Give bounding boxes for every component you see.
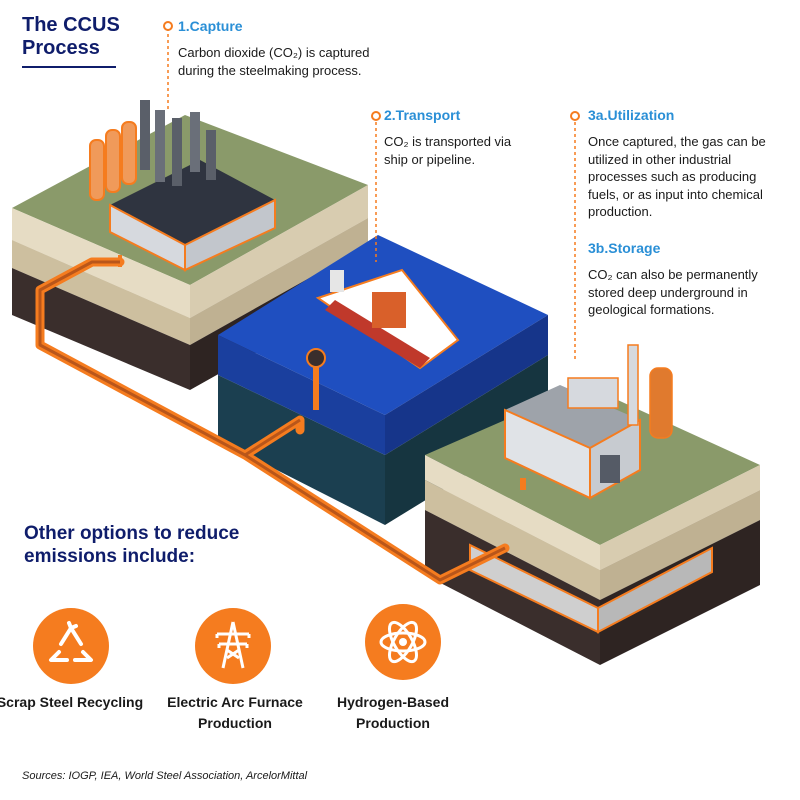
recycle-icon bbox=[33, 608, 109, 684]
pipe-outlet-icon bbox=[306, 348, 326, 368]
storage-heading: 3b.Storage bbox=[588, 240, 661, 256]
storage-text: CO₂ can also be permanently stored deep … bbox=[588, 267, 758, 317]
utilization-text: Once captured, the gas can be utilized i… bbox=[588, 134, 766, 219]
title-underline bbox=[22, 66, 116, 68]
option-label-hydrogen: Hydrogen-Based Production bbox=[336, 694, 450, 731]
page-title: The CCUS Process bbox=[22, 14, 120, 59]
transport-heading: 2.Transport bbox=[384, 107, 461, 123]
option-label-electric-arc: Electric Arc Furnace Production bbox=[167, 694, 303, 731]
transport-marker-icon bbox=[371, 111, 381, 121]
transport-text: CO₂ is transported via ship or pipeline. bbox=[384, 134, 512, 167]
callout-connectors bbox=[167, 28, 576, 362]
utilization-heading: 3a.Utilization bbox=[588, 107, 675, 123]
atom-icon bbox=[365, 604, 441, 680]
utilization-marker-icon bbox=[570, 111, 580, 121]
capture-heading: 1.Capture bbox=[178, 18, 243, 34]
option-label-scrap-steel: Scrap Steel Recycling bbox=[0, 694, 144, 710]
capture-text: Carbon dioxide (CO₂) is captured during … bbox=[178, 45, 370, 78]
sources-note: Sources: IOGP, IEA, World Steel Associat… bbox=[22, 770, 308, 782]
other-options-heading: Other options to reduce emissions includ… bbox=[24, 523, 240, 567]
capture-marker-icon bbox=[163, 21, 173, 31]
utilization-facility-icon bbox=[504, 344, 673, 500]
power-tower-icon bbox=[195, 608, 271, 684]
cargo-ship-icon bbox=[315, 268, 460, 370]
